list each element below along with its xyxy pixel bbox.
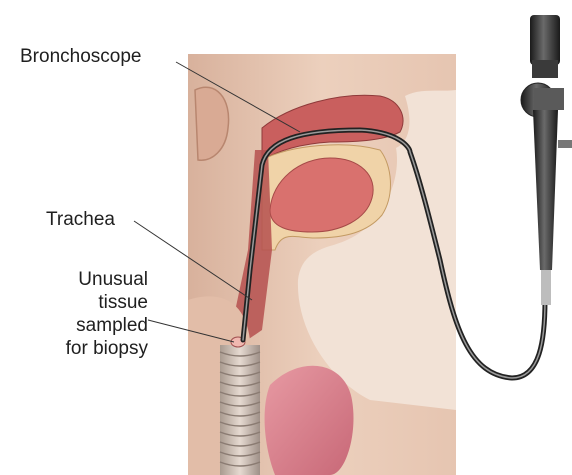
biopsy-label-line: tissue: [18, 291, 148, 314]
biopsy-tissue-label: Unusual tissue sampled for biopsy: [18, 268, 148, 360]
bronchoscope-label: Bronchoscope: [20, 45, 141, 68]
lung: [265, 366, 354, 475]
biopsy-label-line: sampled: [18, 314, 148, 337]
bronchoscope-device-icon: [521, 15, 572, 305]
biopsy-label-line: Unusual: [18, 268, 148, 291]
trachea-rings: [220, 345, 260, 475]
trachea-label: Trachea: [46, 208, 115, 231]
head-neck-section: [188, 54, 456, 475]
biopsy-label-line: for biopsy: [18, 337, 148, 360]
